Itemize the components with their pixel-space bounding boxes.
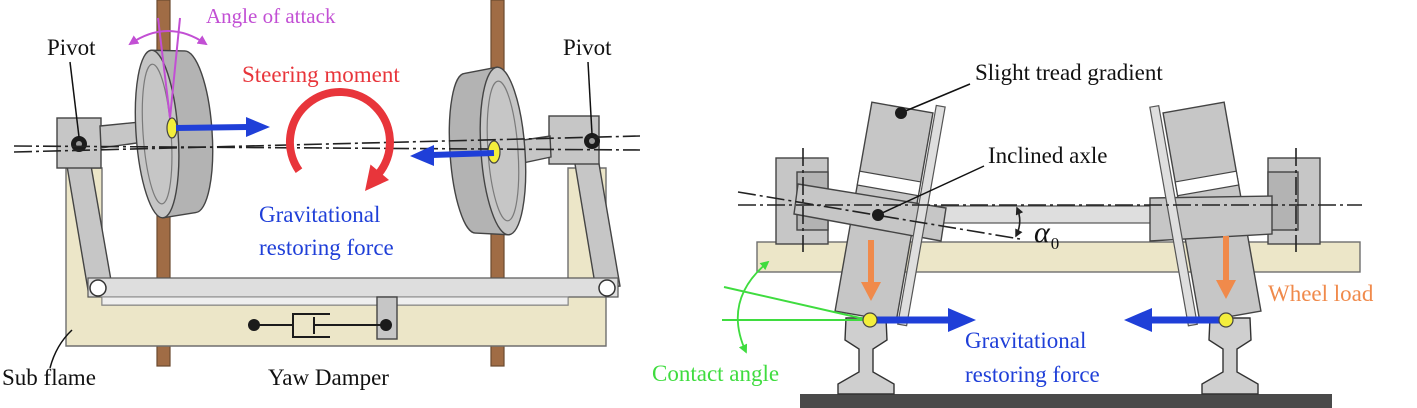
left-force-head [246,117,270,137]
sub-frame-leader [49,329,73,369]
left-wheel-face [134,49,180,219]
contact-angle-marker [722,260,870,354]
alpha-symbol: α [1034,216,1051,249]
angle-of-attack-label: Angle of attack [206,4,336,28]
angle-arc [128,30,208,46]
pivot-left-label: Pivot [47,35,96,60]
angle-line-track [169,17,181,119]
restoring-force-label-line2: restoring force [259,235,394,260]
left-link-joint [89,279,107,297]
slight-tread-gradient-label: Slight tread gradient [975,60,1163,85]
left-pivot-bolt-center [76,141,82,147]
pivot-left-leader [69,61,80,138]
restoring-force-label-line1: Gravitational [259,202,380,227]
right-restoring-force-arrow [410,145,495,166]
right-wheel-load-arrow [1216,236,1236,299]
damper-bracket [376,296,398,340]
lower-link-strip [101,296,569,306]
right-wheel-band [1174,170,1240,197]
inclined-axle-leader [879,165,985,215]
left-restoring-force-arrow-front [877,308,976,332]
left-wheel-hub-marker [166,117,178,139]
damper-right-mount [380,319,392,331]
steering-moment-head [365,164,389,191]
top-view-diagram: Angle of attack Pivot Pivot Steering mom… [2,0,641,390]
damper-left-mount [248,319,260,331]
front-view-diagram: Slight tread gradient Inclined axle α0 W… [652,60,1374,408]
yaw-damper [248,296,398,340]
contact-angle-label: Contact angle [652,361,779,386]
tread-gradient-leader-dot [895,107,907,119]
ground-base [800,394,1332,408]
angle-line-wheel [157,17,171,119]
left-wheel-band [856,170,922,197]
left-inclined-axle [793,183,947,242]
steering-moment-arrow [285,88,394,191]
axle-centerline-b [13,145,641,151]
alpha-subscript: 0 [1051,234,1060,253]
right-wheel-flange [1149,104,1198,327]
pivot-right-label: Pivot [563,35,612,60]
right-load-head [1216,280,1236,299]
right-wheel-flange-group [1149,104,1198,327]
alpha-zero-label: α0 [1034,216,1059,253]
right-rail-profile [1201,317,1259,395]
steering-link-bar [87,277,619,298]
left-front-force-head [948,308,976,332]
inclined-axle-leader-dot [872,209,884,221]
left-contact-point [862,312,878,328]
left-rail-profile [837,317,895,395]
contact-angle-arc [736,260,770,354]
left-restoring-force-arrow [175,117,270,137]
steering-moment-arc [285,88,394,177]
left-wheel-flange-group [897,104,946,327]
inclined-axle-label: Inclined axle [988,143,1107,168]
damper-cylinder [292,313,330,338]
inclination-angle-arc [1015,206,1024,238]
axle-centerline-a [13,135,641,153]
angle-of-attack-marker [128,17,208,119]
left-wheel-load-arrow [861,240,881,301]
right-pivot-bolt-center [589,138,595,144]
right-force-shaft [431,150,495,158]
yaw-damper-label: Yaw Damper [268,365,389,390]
left-load-head [861,282,881,301]
right-link-joint [598,279,616,297]
left-force-shaft [175,124,249,131]
tread-gradient-leader [902,83,971,113]
right-front-force-head [1124,308,1152,332]
left-wheel-flange [897,104,946,327]
inclined-axle-centerline [737,191,1021,240]
right-restoring-force-arrow-front [1124,308,1219,332]
front-restoring-force-line1: Gravitational [965,328,1086,353]
pivot-right-leader [587,61,593,135]
sub-frame-label: Sub flame [2,365,96,390]
sub-frame [65,167,607,347]
right-force-head [410,145,434,166]
wheel-load-label: Wheel load [1268,281,1374,306]
steering-moment-label: Steering moment [242,62,400,87]
front-restoring-force-line2: restoring force [965,362,1100,387]
right-contact-point [1218,312,1234,328]
